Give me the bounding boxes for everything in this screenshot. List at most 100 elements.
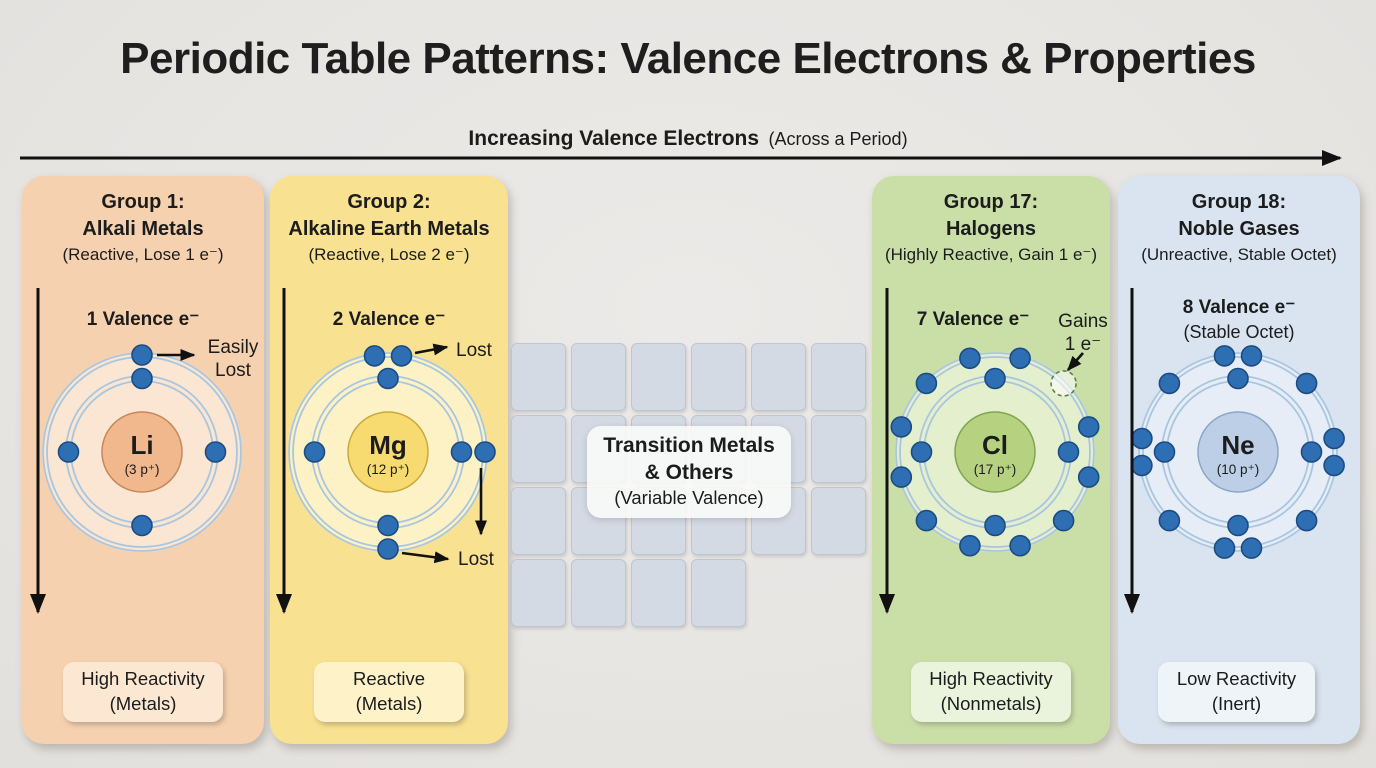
nucleus [101, 411, 183, 493]
electron [1009, 347, 1031, 370]
electron-vacancy [1050, 370, 1077, 397]
group-17-valence-label: 7 Valence e⁻ [916, 309, 1030, 330]
group-2-heading-line3: (Reactive, Lose 2 e⁻) [308, 245, 470, 264]
transition-metals-label: Transition Metals & Others (Variable Val… [587, 426, 791, 518]
electron [915, 509, 938, 532]
electron [1300, 441, 1323, 463]
badge-line1: High Reactivity [81, 668, 205, 689]
element-cell [691, 343, 746, 411]
electron [984, 367, 1006, 390]
group-2-heading: Group 2: Alkaline Earth Metals (Reactive… [270, 189, 508, 267]
electron [390, 345, 413, 367]
group-18-reactivity-badge: Low Reactivity (Inert) [1158, 662, 1315, 722]
electron [303, 441, 326, 463]
gains-line2: 1 e⁻ [1064, 334, 1102, 355]
group-18-valence-label: 8 Valence e⁻ (Stable Octet) [1118, 296, 1360, 344]
nucleus [1197, 411, 1279, 493]
easily-lost-line1: Easily [207, 337, 259, 358]
group-1-heading-line3: (Reactive, Lose 1 e⁻) [62, 245, 224, 264]
electron [1323, 454, 1345, 477]
electron [57, 441, 80, 463]
electron [1295, 509, 1318, 532]
gains-label: Gains 1 e⁻ [1054, 310, 1112, 356]
electron [131, 514, 153, 537]
nucleus-symbol: Li [130, 430, 153, 460]
easily-lost-label: Easily Lost [204, 336, 262, 382]
nucleus [347, 411, 429, 493]
group-1-heading: Group 1: Alkali Metals (Reactive, Lose 1… [22, 189, 264, 267]
element-cell [511, 343, 566, 411]
group-1-valence-label: 1 Valence e⁻ [86, 309, 200, 330]
magnesium-atom-diagram: Mg (12 p⁺) [288, 345, 496, 560]
electron [959, 534, 981, 557]
panel-group-1: Group 1: Alkali Metals (Reactive, Lose 1… [22, 176, 264, 744]
lithium-atom-diagram: Li (3 p⁺) [42, 344, 242, 552]
group-1-reactivity-badge: High Reactivity (Metals) [63, 662, 223, 722]
group-17-heading-line3: (Highly Reactive, Gain 1 e⁻) [884, 245, 1098, 264]
electron [377, 367, 399, 390]
group-18-heading: Group 18: Noble Gases (Unreactive, Stabl… [1118, 189, 1360, 267]
electron [204, 441, 227, 463]
element-cell [631, 343, 686, 411]
transition-label-line2: & Others [644, 461, 734, 484]
electron-shell-ring [899, 356, 1091, 548]
electron [377, 514, 399, 537]
panel-group-2: Group 2: Alkaline Earth Metals (Reactive… [270, 176, 508, 744]
electron-shell-ring [1138, 352, 1338, 552]
electron [474, 441, 496, 463]
electron [1213, 537, 1236, 559]
electron [890, 466, 913, 488]
nucleus-proton-count: (3 p⁺) [125, 462, 160, 477]
element-cell [631, 559, 686, 627]
element-cell [511, 559, 566, 627]
group-1-heading-line2: Alkali Metals [82, 218, 204, 240]
group-18-heading-line1: Group 18: [1191, 191, 1287, 213]
group-18-valence-line1: 8 Valence e⁻ [1182, 297, 1296, 318]
badge-line1: Reactive [353, 668, 425, 689]
element-cell [571, 343, 626, 411]
electron [1153, 441, 1176, 463]
electron [1009, 534, 1031, 557]
electron [1158, 372, 1181, 395]
nucleus-symbol: Cl [982, 430, 1008, 460]
nucleus-proton-count: (12 p⁺) [367, 462, 409, 477]
easily-lost-line2: Lost [215, 360, 251, 381]
element-cell [511, 415, 566, 483]
axis-label-main: Increasing Valence Electrons [468, 127, 760, 150]
element-cell [811, 415, 866, 483]
group-17-heading: Group 17: Halogens (Highly Reactive, Gai… [872, 189, 1110, 267]
electron-shell-ring [895, 352, 1095, 552]
electron [377, 538, 399, 560]
transition-label-line1: Transition Metals [603, 434, 775, 457]
electron [131, 344, 153, 366]
group-17-heading-line2: Halogens [945, 218, 1037, 240]
electron [1295, 372, 1318, 395]
element-cell [811, 343, 866, 411]
nucleus-symbol: Mg [369, 430, 407, 460]
group-18-valence-line2: (Stable Octet) [1183, 322, 1295, 342]
group-2-heading-line2: Alkaline Earth Metals [288, 218, 490, 240]
electron [1077, 416, 1100, 438]
lost-label-bottom: Lost [458, 549, 494, 570]
element-cell [691, 559, 746, 627]
panel-group-17: Group 17: Halogens (Highly Reactive, Gai… [872, 176, 1110, 744]
panel-group-18: Group 18: Noble Gases (Unreactive, Stabl… [1118, 176, 1360, 744]
electron [1227, 514, 1249, 537]
electron [1057, 441, 1080, 463]
badge-line2: (Nonmetals) [940, 693, 1042, 714]
badge-line1: High Reactivity [929, 668, 1053, 689]
nucleus-symbol: Ne [1221, 430, 1254, 460]
electron [959, 347, 981, 370]
group-1-heading-line1: Group 1: [101, 191, 185, 213]
group-2-reactivity-badge: Reactive (Metals) [314, 662, 464, 722]
electron [131, 367, 153, 390]
electron [1077, 466, 1100, 488]
axis-label-paren: (Across a Period) [768, 129, 908, 149]
electron [1227, 367, 1249, 390]
electron [1323, 427, 1345, 450]
group-17-heading-line1: Group 17: [943, 191, 1039, 213]
electron-shell-ring [1142, 356, 1334, 548]
element-cell [751, 343, 806, 411]
group-2-heading-line1: Group 2: [347, 191, 431, 213]
